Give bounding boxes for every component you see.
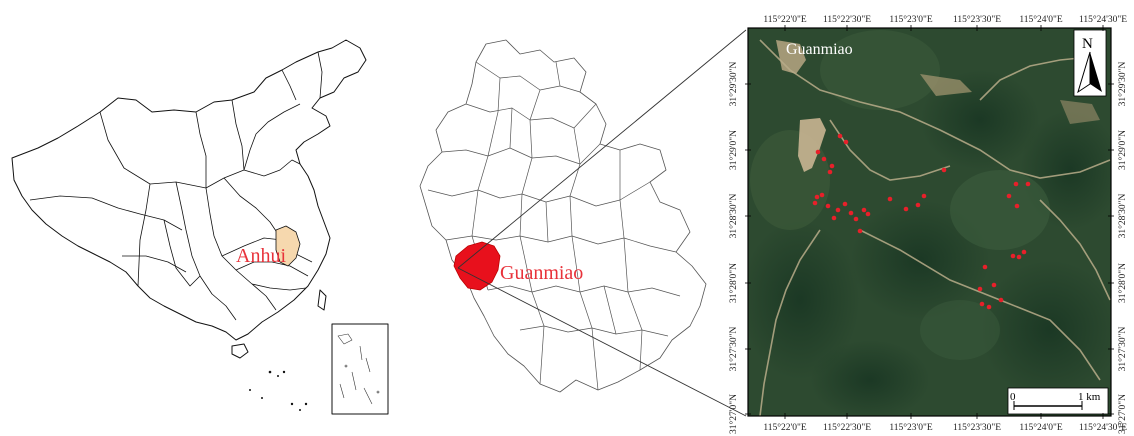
lon-tick-bottom: 115°24'0"E: [1019, 422, 1063, 433]
guanmiao-county-label: Guanmiao: [500, 262, 583, 284]
sample-point: [853, 216, 859, 222]
sample-point: [1016, 254, 1022, 260]
sample-point: [887, 196, 893, 202]
guanmiao-site-label: Guanmiao: [786, 41, 853, 58]
north-arrow-label: N: [1082, 36, 1093, 52]
lat-tick-right: 31°28'30"N: [1117, 193, 1128, 238]
sample-point: [829, 163, 835, 169]
lat-tick-left: 31°27'30"N: [728, 326, 739, 371]
lon-tick-top: 115°23'0"E: [889, 14, 933, 25]
lat-tick-right: 31°28'0"N: [1117, 263, 1128, 303]
satellite-frame: [747, 27, 1112, 417]
lon-tick-top: 115°22'0"E: [763, 14, 807, 25]
lon-tick-top: 115°22'30"E: [823, 14, 871, 25]
sample-point: [1010, 253, 1016, 259]
lon-tick-bottom: 115°23'30"E: [953, 422, 1001, 433]
sample-point: [857, 228, 863, 234]
lat-tick-right: 31°29'0"N: [1117, 130, 1128, 170]
south-coast-islets: [249, 370, 308, 411]
sample-point: [1014, 203, 1020, 209]
bare-land-top: [776, 40, 806, 74]
anhui-map: [419, 39, 707, 393]
sample-point: [821, 156, 827, 162]
lat-tick-left: 31°28'0"N: [728, 263, 739, 303]
sample-point: [982, 264, 988, 270]
lat-tick-right: 31°29'30"N: [1117, 61, 1128, 106]
sample-point: [1013, 181, 1019, 187]
sample-point: [1025, 181, 1031, 187]
lon-tick-bottom: 115°24'30"E: [1079, 422, 1127, 433]
sample-point: [815, 149, 821, 155]
south-china-sea-inset: [331, 323, 389, 415]
anhui-outline: [419, 39, 707, 393]
sample-point: [843, 139, 849, 145]
lat-tick-left: 31°29'30"N: [728, 61, 739, 106]
sample-point: [814, 194, 820, 200]
sample-point: [979, 301, 985, 307]
satellite-panel: [748, 28, 1111, 416]
sample-point: [827, 169, 833, 175]
hainan-island: [231, 343, 249, 359]
lon-tick-bottom: 115°22'0"E: [763, 422, 807, 433]
china-province-borders: [29, 51, 323, 321]
sample-point: [837, 133, 843, 139]
lat-tick-left: 31°29'0"N: [728, 130, 739, 170]
sample-point: [941, 167, 947, 173]
lon-tick-top: 115°24'0"E: [1019, 14, 1063, 25]
lat-tick-right: 31°27'0"N: [1117, 394, 1128, 434]
lon-tick-top: 115°24'30"E: [1079, 14, 1127, 25]
sample-point: [825, 203, 831, 209]
sample-point: [1021, 249, 1027, 255]
sample-point: [842, 201, 848, 207]
lat-tick-right: 31°27'30"N: [1117, 326, 1128, 371]
zoom-connector-lines: [457, 29, 747, 417]
sample-point: [915, 202, 921, 208]
sample-point: [998, 297, 1004, 303]
inset-islands: [337, 333, 380, 405]
lon-tick-top: 115°23'30"E: [953, 14, 1001, 25]
sample-point: [861, 207, 867, 213]
scale-start-label: 0: [1010, 391, 1016, 403]
sample-point: [831, 215, 837, 221]
lat-tick-left: 31°28'30"N: [728, 193, 739, 238]
lon-tick-bottom: 115°22'30"E: [823, 422, 871, 433]
sample-points: [812, 133, 1031, 310]
china-map: [11, 39, 389, 415]
anhui-label: Anhui: [236, 245, 286, 267]
scale-bar: 0 1 km: [1007, 387, 1109, 415]
north-arrow: N: [1073, 29, 1107, 97]
bare-land-patch: [798, 118, 826, 172]
sample-point: [865, 211, 871, 217]
sample-point: [977, 286, 983, 292]
sample-point: [819, 192, 825, 198]
guanmiao-region: [453, 241, 501, 291]
graticule: 115°22'0"E 115°22'0"E 115°22'30"E 115°22'30…: [728, 14, 1128, 434]
sample-point: [835, 207, 841, 213]
lon-tick-bottom: 115°23'0"E: [889, 422, 933, 433]
scale-end-label: 1 km: [1078, 391, 1101, 403]
sample-point: [812, 200, 818, 206]
taiwan-island: [317, 289, 327, 311]
sample-point: [903, 206, 909, 212]
anhui-county-borders: [427, 61, 681, 391]
anhui-highlight: [275, 225, 301, 267]
lat-tick-left: 31°27'0"N: [728, 394, 739, 434]
sample-point: [848, 210, 854, 216]
china-outline: [11, 39, 367, 341]
sample-point: [991, 282, 997, 288]
sample-point: [1006, 193, 1012, 199]
sample-point: [921, 193, 927, 199]
sample-point: [986, 304, 992, 310]
